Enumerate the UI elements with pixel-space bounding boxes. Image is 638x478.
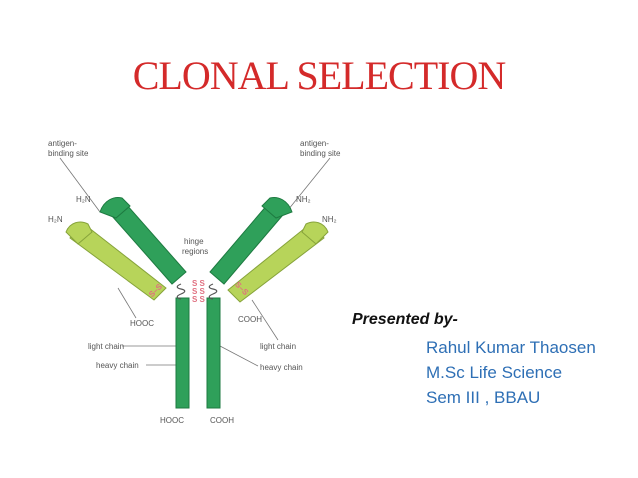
disulfide-hinge-2: S S	[192, 287, 206, 296]
heavy-chain-tip-left	[99, 197, 131, 219]
hinge-label-1: hinge	[184, 237, 204, 246]
antigen-label-left-1: antigen-	[48, 139, 77, 148]
disulfide-hinge-1: S S	[192, 279, 206, 288]
hinge-label-2: regions	[182, 247, 208, 256]
slide-title: CLONAL SELECTION	[132, 53, 506, 98]
light-chain-tip-right	[301, 221, 329, 245]
heavy-chain-stem-right	[206, 297, 221, 409]
hooc-light-label: HOOC	[130, 319, 154, 328]
heavy-chain-stem-left	[175, 297, 190, 409]
h2n-light-label: H₂N	[48, 215, 63, 224]
antigen-label-left-2: binding site	[48, 149, 89, 158]
antigen-label-right-1: antigen-	[300, 139, 329, 148]
leader-lines	[59, 157, 331, 367]
heavy-chain-label-left: heavy chain	[96, 361, 139, 370]
hinge-coils	[176, 283, 218, 300]
presenter-block: Presented by- Rahul Kumar Thaosen M.Sc L…	[352, 311, 596, 410]
nh2-heavy-label: NH₂	[296, 195, 311, 204]
antigen-label-right-2: binding site	[300, 149, 341, 158]
heavy-chain-tip-right	[261, 197, 293, 219]
presenter-semester: Sem III , BBAU	[426, 388, 541, 407]
presenter-name: Rahul Kumar Thaosen	[426, 338, 596, 357]
light-chain-label-left: light chain	[88, 342, 124, 351]
heavy-chain-label-right: heavy chain	[260, 363, 303, 372]
presenter-degree: M.Sc Life Science	[426, 363, 563, 382]
nh2-light-label: NH₂	[322, 215, 337, 224]
cooh-light-label: COOH	[238, 315, 262, 324]
disulfide-hinge-3: S S	[192, 295, 206, 304]
light-chain-label-right: light chain	[260, 342, 296, 351]
hooc-heavy-label: HOOC	[160, 416, 184, 425]
h2n-heavy-label: H₂N	[76, 195, 91, 204]
cooh-heavy-label: COOH	[210, 416, 234, 425]
presented-by-label: Presented by-	[352, 311, 458, 328]
light-chain-tip-left	[65, 221, 93, 245]
